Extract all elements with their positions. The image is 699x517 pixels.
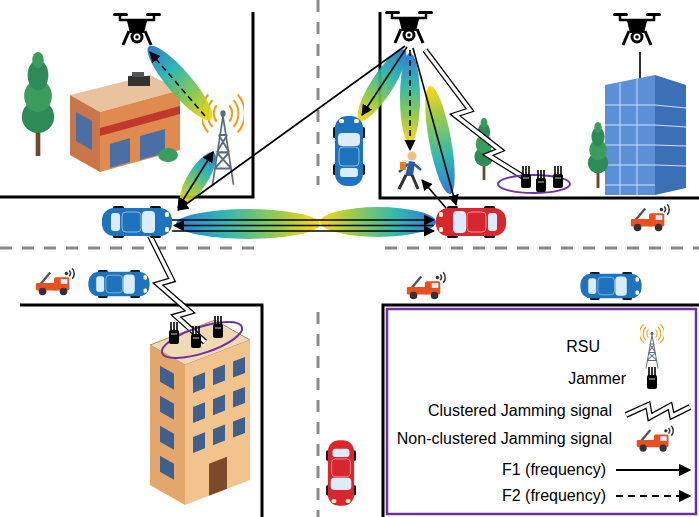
car [580, 272, 641, 300]
legend-sample [637, 426, 674, 452]
solid-arrow-symbol [616, 469, 690, 471]
beam-lobes [140, 39, 461, 239]
legend-sample [616, 470, 690, 471]
legend-sample [616, 496, 690, 497]
legend-panel [387, 309, 696, 514]
legend-label: F1 (frequency) [502, 461, 606, 479]
car [88, 270, 149, 298]
jammer-truck [631, 204, 669, 231]
jammer-symbol [647, 367, 657, 389]
uav-drone [613, 13, 661, 45]
legend-label: F2 (frequency) [502, 487, 606, 505]
legend-label: Clustered Jamming signal [428, 402, 612, 420]
car [436, 206, 506, 238]
uav-drone [385, 11, 433, 43]
f1-links [172, 46, 456, 231]
jamming-signal-symbol [626, 405, 690, 417]
jamming-signal-symbol [626, 405, 690, 417]
office-tower [605, 52, 686, 195]
car [326, 440, 356, 506]
car [333, 116, 365, 186]
uav-drone [113, 13, 161, 45]
legend-sample [640, 324, 665, 368]
tree [588, 122, 609, 188]
rsu-symbol [640, 324, 665, 368]
pedestrian [399, 152, 421, 190]
shop-building [70, 72, 180, 172]
legend-label: Jammer [568, 370, 626, 388]
tree [474, 118, 493, 180]
dashed-arrow-symbol [616, 495, 690, 497]
legend-label: RSU [566, 338, 600, 356]
car [102, 206, 172, 238]
jammer-cluster [498, 166, 570, 193]
legend-label: Non-clustered Jamming signal [397, 430, 612, 448]
jammer-truck-symbol [637, 426, 674, 452]
jammer-cluster [158, 315, 246, 366]
f2-links [150, 50, 410, 150]
legend-sample [647, 367, 657, 389]
tree [22, 52, 54, 156]
apartment-building [150, 320, 250, 505]
legend-sample [626, 405, 690, 417]
jammer-truck [407, 272, 445, 299]
road-edges [0, 12, 699, 517]
jammer-truck [36, 268, 74, 295]
